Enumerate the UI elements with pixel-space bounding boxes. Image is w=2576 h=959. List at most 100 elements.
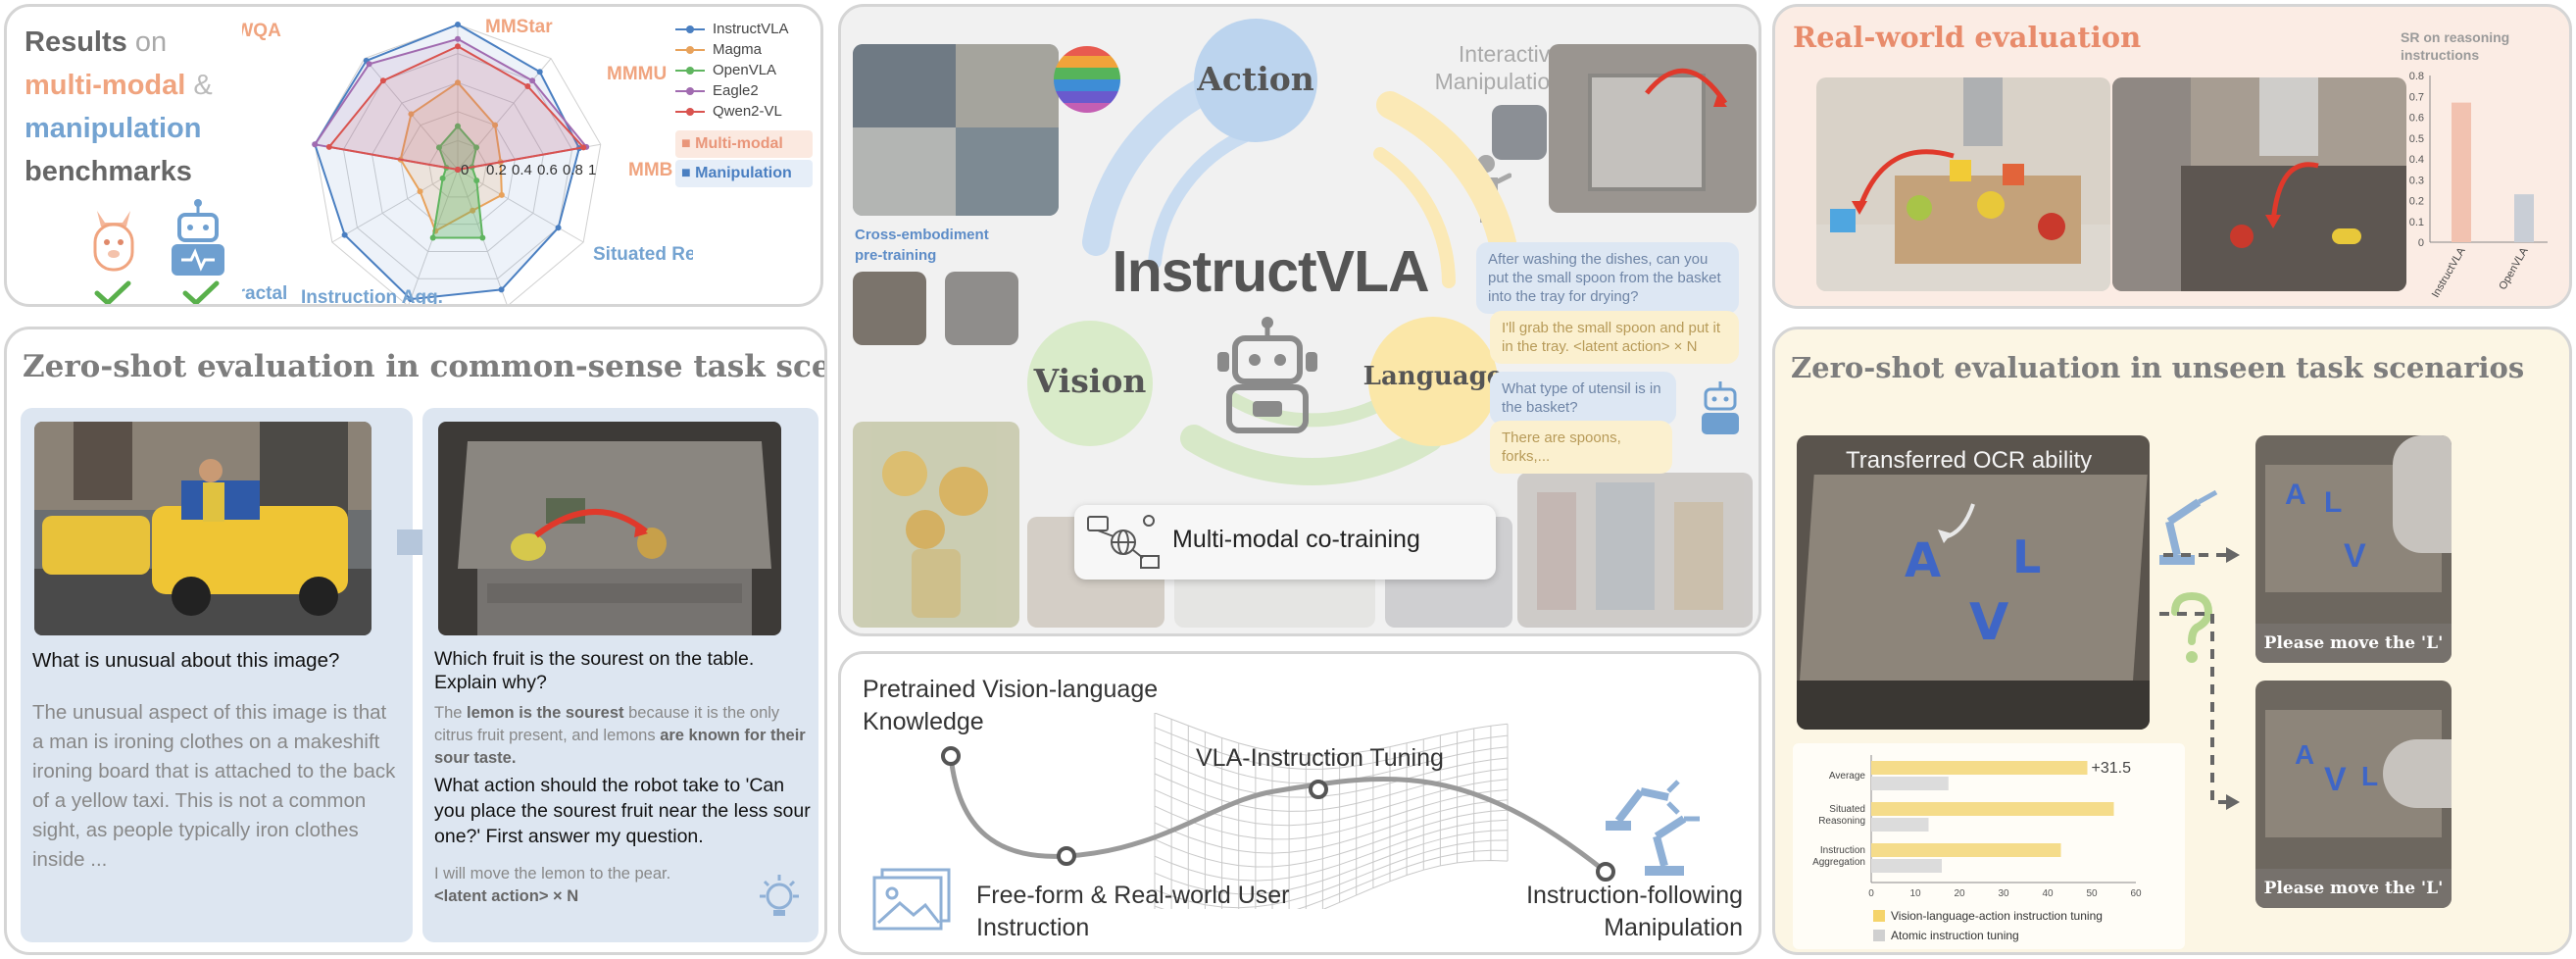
svg-text:A: A	[1905, 533, 1941, 588]
lightbulb-icon	[760, 875, 799, 916]
radar-point	[435, 144, 442, 151]
caption-move-to-v: Please move the 'L' to 'V'	[2255, 869, 2452, 908]
hbar-x-tick: 20	[1954, 888, 1965, 899]
robot-arm-icon	[2159, 489, 2218, 565]
chat-bubble-robot-1: I'll grab the small spoon and put it in …	[1490, 311, 1739, 364]
radar-point	[455, 35, 461, 42]
image-icon	[872, 868, 951, 931]
realworld-photo-1	[1816, 77, 2110, 291]
answer-action: I will move the lemon to the pear. <late…	[434, 865, 671, 905]
radar-axis-label: RWQA	[242, 21, 281, 41]
radar-point	[455, 167, 461, 173]
legend-swatch	[675, 66, 705, 75]
radar-point	[429, 234, 436, 241]
hbar-x-tick: 10	[1909, 888, 1921, 899]
vision-label: Vision	[1033, 362, 1147, 400]
ocr-photo: Transferred OCR ability A L V	[1797, 435, 2150, 730]
chat-bubble-user-2: What type of utensil is in the basket?	[1490, 372, 1676, 425]
hbar-bar-atomic	[1871, 777, 1949, 790]
legend-item: InstructVLA	[675, 19, 813, 39]
sr-y-tick: 0.4	[2409, 154, 2424, 166]
check-icon	[182, 280, 220, 304]
mesh-line	[1154, 713, 1509, 756]
result-photo-1: A L V Please move the 'L' to 'A'	[2255, 435, 2452, 663]
cross-embodiment-label: Cross-embodiment pre-training	[855, 227, 989, 264]
answer-sourest: The lemon is the sourest because it is t…	[434, 704, 806, 767]
table-fruit-photo	[438, 422, 781, 635]
radar-axis-label: MMMU	[607, 64, 667, 84]
manipulation-thumb	[1492, 105, 1547, 160]
llama-icon	[93, 211, 134, 272]
chat-bubble-user-1: After washing the dishes, can you put th…	[1476, 242, 1739, 314]
radar-point	[312, 141, 319, 148]
legend-swatch	[675, 25, 705, 33]
question-mark-icon	[2171, 592, 2213, 663]
legend-swatch	[675, 107, 705, 116]
vision-circle	[1027, 321, 1153, 446]
sr-y-tick: 0.7	[2409, 91, 2424, 103]
radar-axis-label: Instruction Agg.	[301, 287, 443, 307]
hbar-category-label: Average	[1829, 771, 1866, 782]
mesh-line	[1154, 768, 1509, 812]
radar-tick-label: 0.6	[537, 162, 558, 178]
robot-icon	[1702, 381, 1739, 434]
unseen-title: Zero-shot evaluation in unseen task scen…	[1791, 351, 2525, 384]
mesh-line	[1154, 839, 1509, 909]
cross-embodiment-photo	[853, 44, 1059, 216]
radar-gridline	[428, 139, 487, 198]
radar-gridline	[314, 24, 602, 304]
hbar-bar-atomic	[1871, 818, 1929, 832]
radar-tick-label: 0.8	[563, 162, 583, 178]
pipeline-panel: Pretrained Vision-language Knowledge VLA…	[838, 651, 1761, 955]
radar-point	[439, 175, 446, 181]
radar-point	[455, 123, 461, 129]
interactive-manipulation-label: Interactive Manipulation	[1434, 41, 1562, 94]
radar-point	[366, 61, 372, 68]
taxi-card: What is unusual about this image? The un…	[21, 408, 413, 942]
radar-gridline	[372, 81, 544, 252]
mesh-line	[1154, 727, 1509, 770]
hbar-legend-swatch-atomic	[1873, 930, 1885, 941]
radar-tick-label: 0.2	[486, 162, 507, 178]
sunflowers-photo	[853, 422, 1019, 628]
pretrain-photo-2	[945, 272, 1018, 345]
legend-label: Eagle2	[713, 82, 759, 99]
results-panel: Results on multi-modal & manipulation be…	[4, 4, 823, 307]
sr-bar-instructvla	[2452, 102, 2471, 242]
hbar-bar-vla	[1871, 761, 2088, 775]
hbar-bar-vla	[1871, 843, 2061, 857]
radar-spoke	[331, 169, 459, 243]
radar-tick-label: 0.4	[512, 162, 532, 178]
pretrain-photo-1	[853, 272, 926, 345]
hbar-legend-label: Vision-language-action instruction tunin…	[1891, 909, 2103, 923]
radar-point	[407, 296, 414, 303]
taxi-photo	[34, 422, 372, 635]
legend-label: Qwen2-VL	[713, 103, 782, 120]
radar-point	[529, 77, 536, 84]
hbar-legend-swatch-vla	[1873, 910, 1885, 922]
radar-point	[580, 144, 587, 151]
radar-point	[524, 82, 531, 89]
pipeline-curve	[941, 746, 1615, 882]
radar-point	[473, 144, 480, 151]
hbar-x-tick: 50	[2086, 888, 2098, 899]
sr-y-tick: 0	[2418, 237, 2424, 249]
radar-point	[479, 234, 486, 241]
radar-axis-label: Fractal	[242, 283, 287, 304]
mesh-line	[1154, 849, 1509, 909]
sr-bar-openvla	[2514, 194, 2534, 242]
radar-point	[498, 191, 505, 198]
action-label: Action	[1197, 60, 1314, 98]
sr-y-tick: 0.2	[2409, 196, 2424, 208]
radar-tick-label: 1	[588, 162, 596, 178]
hbar-bar-atomic	[1871, 859, 1942, 873]
unseen-panel: Zero-shot evaluation in unseen task scen…	[1772, 327, 2572, 955]
radar-series-instructvla	[314, 23, 580, 301]
hbar-x-tick: 30	[1998, 888, 2009, 899]
sr-y-tick: 0.3	[2409, 175, 2424, 186]
radar-point	[555, 225, 562, 231]
radar-point	[455, 22, 461, 27]
